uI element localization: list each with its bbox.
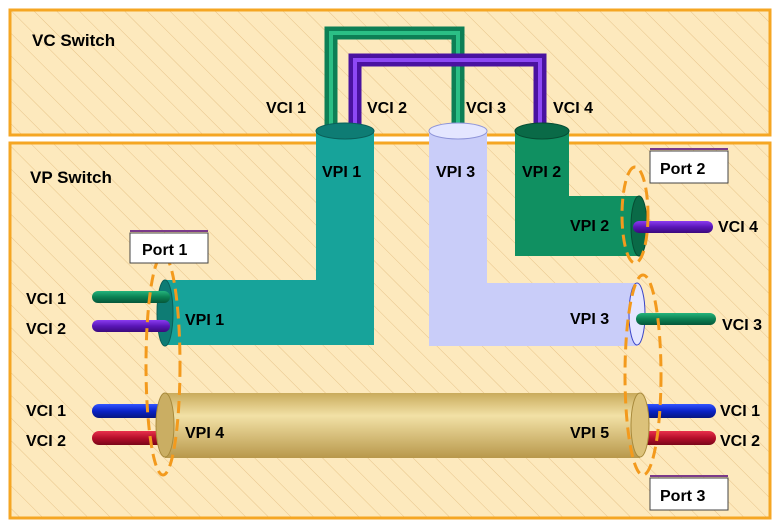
right-vci4-label: VCI 4 <box>718 219 758 236</box>
right-vpi3-label: VPI 3 <box>570 311 609 328</box>
port3-label: Port 3 <box>660 488 705 505</box>
port1-label: Port 1 <box>142 242 187 259</box>
vpi3-top-label: VPI 3 <box>436 164 475 181</box>
vpi2-top-label: VPI 2 <box>522 164 561 181</box>
vc-label-vci3: VCI 3 <box>466 100 506 117</box>
right-vpi2-label: VPI 2 <box>570 218 609 235</box>
left-vci1-green-cell <box>92 291 170 303</box>
vc-label-vci2: VCI 2 <box>367 100 407 117</box>
right-vci3-green-cell <box>636 313 716 325</box>
port2-label-box: Port 2 <box>649 148 729 184</box>
port2-label: Port 2 <box>660 161 705 178</box>
vp-switch-title: VP Switch <box>30 168 112 187</box>
left-vci1-lower-label: VCI 1 <box>26 403 66 420</box>
vpi1-pipe <box>156 122 375 347</box>
port3-dashed-outline <box>623 273 663 477</box>
vpi3-pipe <box>428 122 646 346</box>
vc-cross-connect-purple <box>348 53 547 128</box>
left-vci2-upper-label: VCI 2 <box>26 321 66 338</box>
left-vci2-lower-label: VCI 2 <box>26 433 66 450</box>
left-vpi4-label: VPI 4 <box>185 425 224 442</box>
vpi2-pipe <box>514 122 648 257</box>
port3-label-box: Port 3 <box>649 475 729 511</box>
port2-dashed-outline <box>620 165 650 265</box>
vc-switch-title: VC Switch <box>32 31 115 50</box>
vc-cross-connect-green <box>324 26 465 128</box>
left-vci1-upper-label: VCI 1 <box>26 291 66 308</box>
left-vci2-purple-cell <box>92 320 170 332</box>
left-vpi1-label: VPI 1 <box>185 312 224 329</box>
vc-label-vci1: VCI 1 <box>266 100 306 117</box>
right-vci3-label: VCI 3 <box>722 317 762 334</box>
vpi1-top-label: VPI 1 <box>322 164 361 181</box>
right-vci2-label: VCI 2 <box>720 433 760 450</box>
right-vpi5-label: VPI 5 <box>570 425 609 442</box>
right-vci1-label: VCI 1 <box>720 403 760 420</box>
vc-label-vci4: VCI 4 <box>553 100 593 117</box>
right-vci4-purple-cell <box>633 221 713 233</box>
port1-label-box: Port 1 <box>129 230 209 264</box>
port1-dashed-outline <box>144 253 182 477</box>
